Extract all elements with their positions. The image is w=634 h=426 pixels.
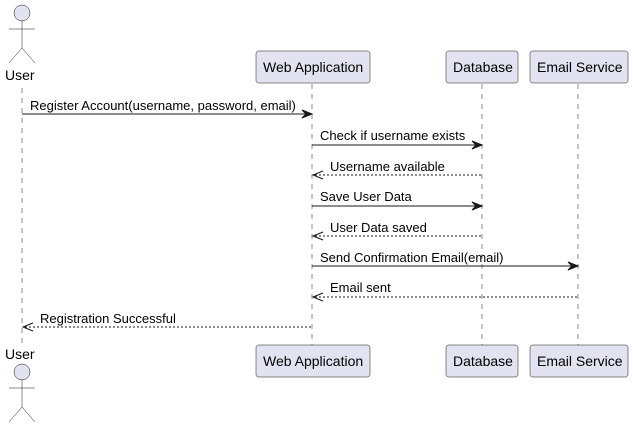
message-label: Register Account(username, password, ema… [30,98,296,113]
message-7: Email sent [311,280,578,302]
actor-body-icon [8,380,36,423]
participant-label-database: Database [453,353,513,369]
arrow-head-icon [311,231,324,241]
participant-label-user: User [5,346,35,362]
arrow-head-icon [311,170,324,180]
participant-database-bottom: Database [445,344,519,378]
participant-label-web-app: Web Application [263,353,363,369]
participant-label-database: Database [453,59,513,75]
actor-head-icon [13,4,31,22]
message-label: Check if username exists [320,128,466,143]
message-1: Register Account(username, password, ema… [22,98,314,119]
message-label: Save User Data [320,189,413,204]
arrow-head-icon [301,109,314,119]
message-5: User Data saved [311,220,482,241]
participant-label-email-service: Email Service [537,59,623,75]
arrow-head-icon [471,201,484,211]
participant-label-web-app: Web Application [263,59,363,75]
arrow-head-icon [471,140,484,150]
message-label: Registration Successful [40,311,176,326]
message-label: User Data saved [330,220,427,235]
arrow-head-icon [567,261,580,271]
message-3: Username available [311,159,482,180]
message-label: Send Confirmation Email(email) [320,250,504,265]
actor-user-bottom: User [5,346,36,423]
arrow-head-icon [21,322,34,332]
actor-user-top: User [5,4,36,83]
message-label: Email sent [330,280,391,295]
participant-label-email-service: Email Service [537,353,623,369]
arrow-head-icon [311,292,324,302]
message-label: Username available [330,159,445,174]
message-4: Save User Data [312,189,484,211]
participant-web-app-top: Web Application [255,50,371,84]
participant-email-service-bottom: Email Service [529,344,629,378]
actor-body-icon [8,21,36,64]
actor-head-icon [13,363,31,381]
message-8: Registration Successful [21,311,312,332]
message-2: Check if username exists [312,128,484,150]
participant-email-service-top: Email Service [529,50,629,84]
participant-database-top: Database [445,50,519,84]
participant-label-user: User [5,67,35,83]
participant-web-app-bottom: Web Application [255,344,371,378]
message-6: Send Confirmation Email(email) [312,250,580,271]
